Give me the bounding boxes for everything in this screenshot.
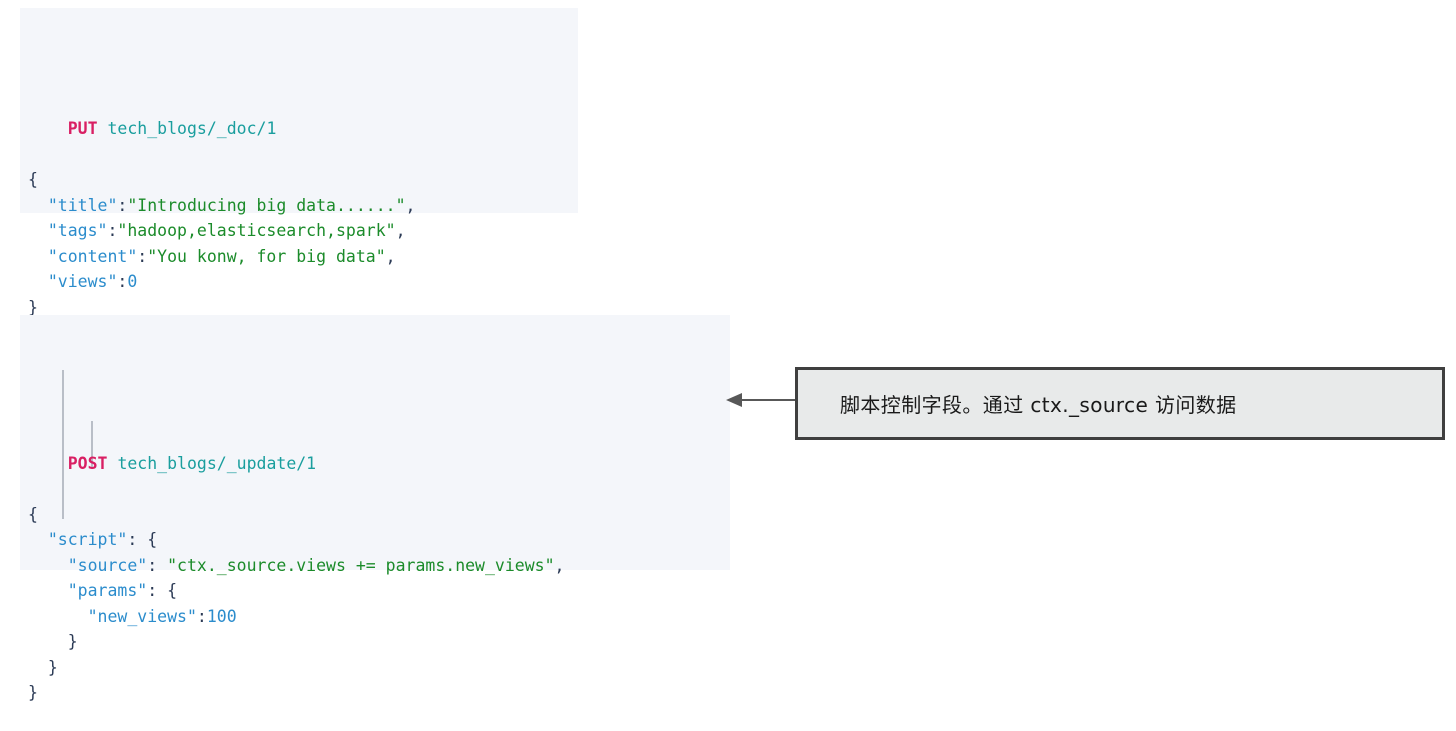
token-punct: : [147,581,168,600]
token-punct: , [405,195,416,215]
token-punct: , [554,555,565,575]
token-key: "tags" [47,221,108,240]
token-punct: , [395,221,406,240]
indent [28,658,48,677]
code-line: } [28,680,730,706]
token-punct: : [196,606,207,626]
token-key: "views" [47,272,118,291]
indent [28,556,68,575]
indent [28,221,48,240]
request-line: POST tech_blogs/_update/1 [28,425,730,473]
indent [28,607,88,626]
request-path: tech_blogs/_doc/1 [107,119,277,138]
code-line: "views":0 [28,269,578,295]
code-line: { [28,167,578,193]
indent [28,272,48,291]
indent-guide-level-1 [62,370,64,519]
code-block-index-document: PUT tech_blogs/_doc/1 { "title":"Introdu… [20,8,578,317]
request-path: tech_blogs/_update/1 [117,453,317,473]
http-verb: PUT [67,119,98,138]
code-line: "params": { [28,578,730,604]
request-line: PUT tech_blogs/_doc/1 [28,91,578,138]
token-key: "script" [47,530,128,549]
token-punct: : [117,272,128,291]
token-punct: , [385,246,396,266]
indent [28,632,68,651]
token-str: "ctx._source.views += params.new_views" [167,555,555,575]
token-punct: : [107,221,118,240]
indent [28,247,48,266]
json-body: { "script": { "source": "ctx._source.vie… [28,502,730,706]
token-num: 0 [127,272,138,291]
code-line: "content":"You konw, for big data", [28,244,578,270]
indent-guide-level-2 [91,421,93,469]
token-num: 100 [206,606,237,626]
code-line: { [28,502,730,528]
token-brace: { [167,581,178,600]
token-punct: : [147,555,168,575]
token-brace: } [67,632,78,651]
token-key: "new_views" [87,606,197,626]
token-str: "Introducing big data......" [127,195,406,215]
space [98,119,108,138]
code-line: } [28,629,730,655]
code-line: "source": "ctx._source.views += params.n… [28,553,730,579]
token-key: "source" [67,555,148,575]
code-block-update-script: POST tech_blogs/_update/1 { "script": { … [20,315,730,702]
token-brace: } [28,297,38,317]
callout-arrow [726,393,800,407]
indent [28,581,68,600]
token-brace: } [47,657,58,677]
token-brace: } [28,683,38,702]
token-key: "title" [47,195,118,215]
code-line: "tags":"hadoop,elasticsearch,spark", [28,218,578,244]
token-str: "You konw, for big data" [147,246,386,266]
token-punct: : [137,246,148,266]
code-line: } [28,655,730,681]
annotation-callout: 脚本控制字段。通过 ctx._source 访问数据 [795,367,1445,440]
token-key: "params" [67,581,148,600]
code-line: "title":"Introducing big data......", [28,193,578,219]
token-brace: { [28,170,38,189]
token-brace: { [28,504,38,524]
indent [28,530,48,549]
clipped-line-artifact [20,8,578,12]
annotation-text: 脚本控制字段。通过 ctx._source 访问数据 [840,393,1237,417]
token-punct: : [117,195,128,215]
token-punct: : [127,530,148,549]
http-verb: POST [67,453,108,473]
code-line: "new_views":100 [28,604,730,630]
space [108,454,118,473]
token-brace: { [147,530,158,549]
token-str: "hadoop,elasticsearch,spark" [117,221,396,240]
code-line: "script": { [28,527,730,553]
token-key: "content" [47,246,138,266]
code-line: } [28,295,578,321]
json-body: { "title":"Introducing big data......", … [28,167,578,320]
indent [28,196,48,215]
